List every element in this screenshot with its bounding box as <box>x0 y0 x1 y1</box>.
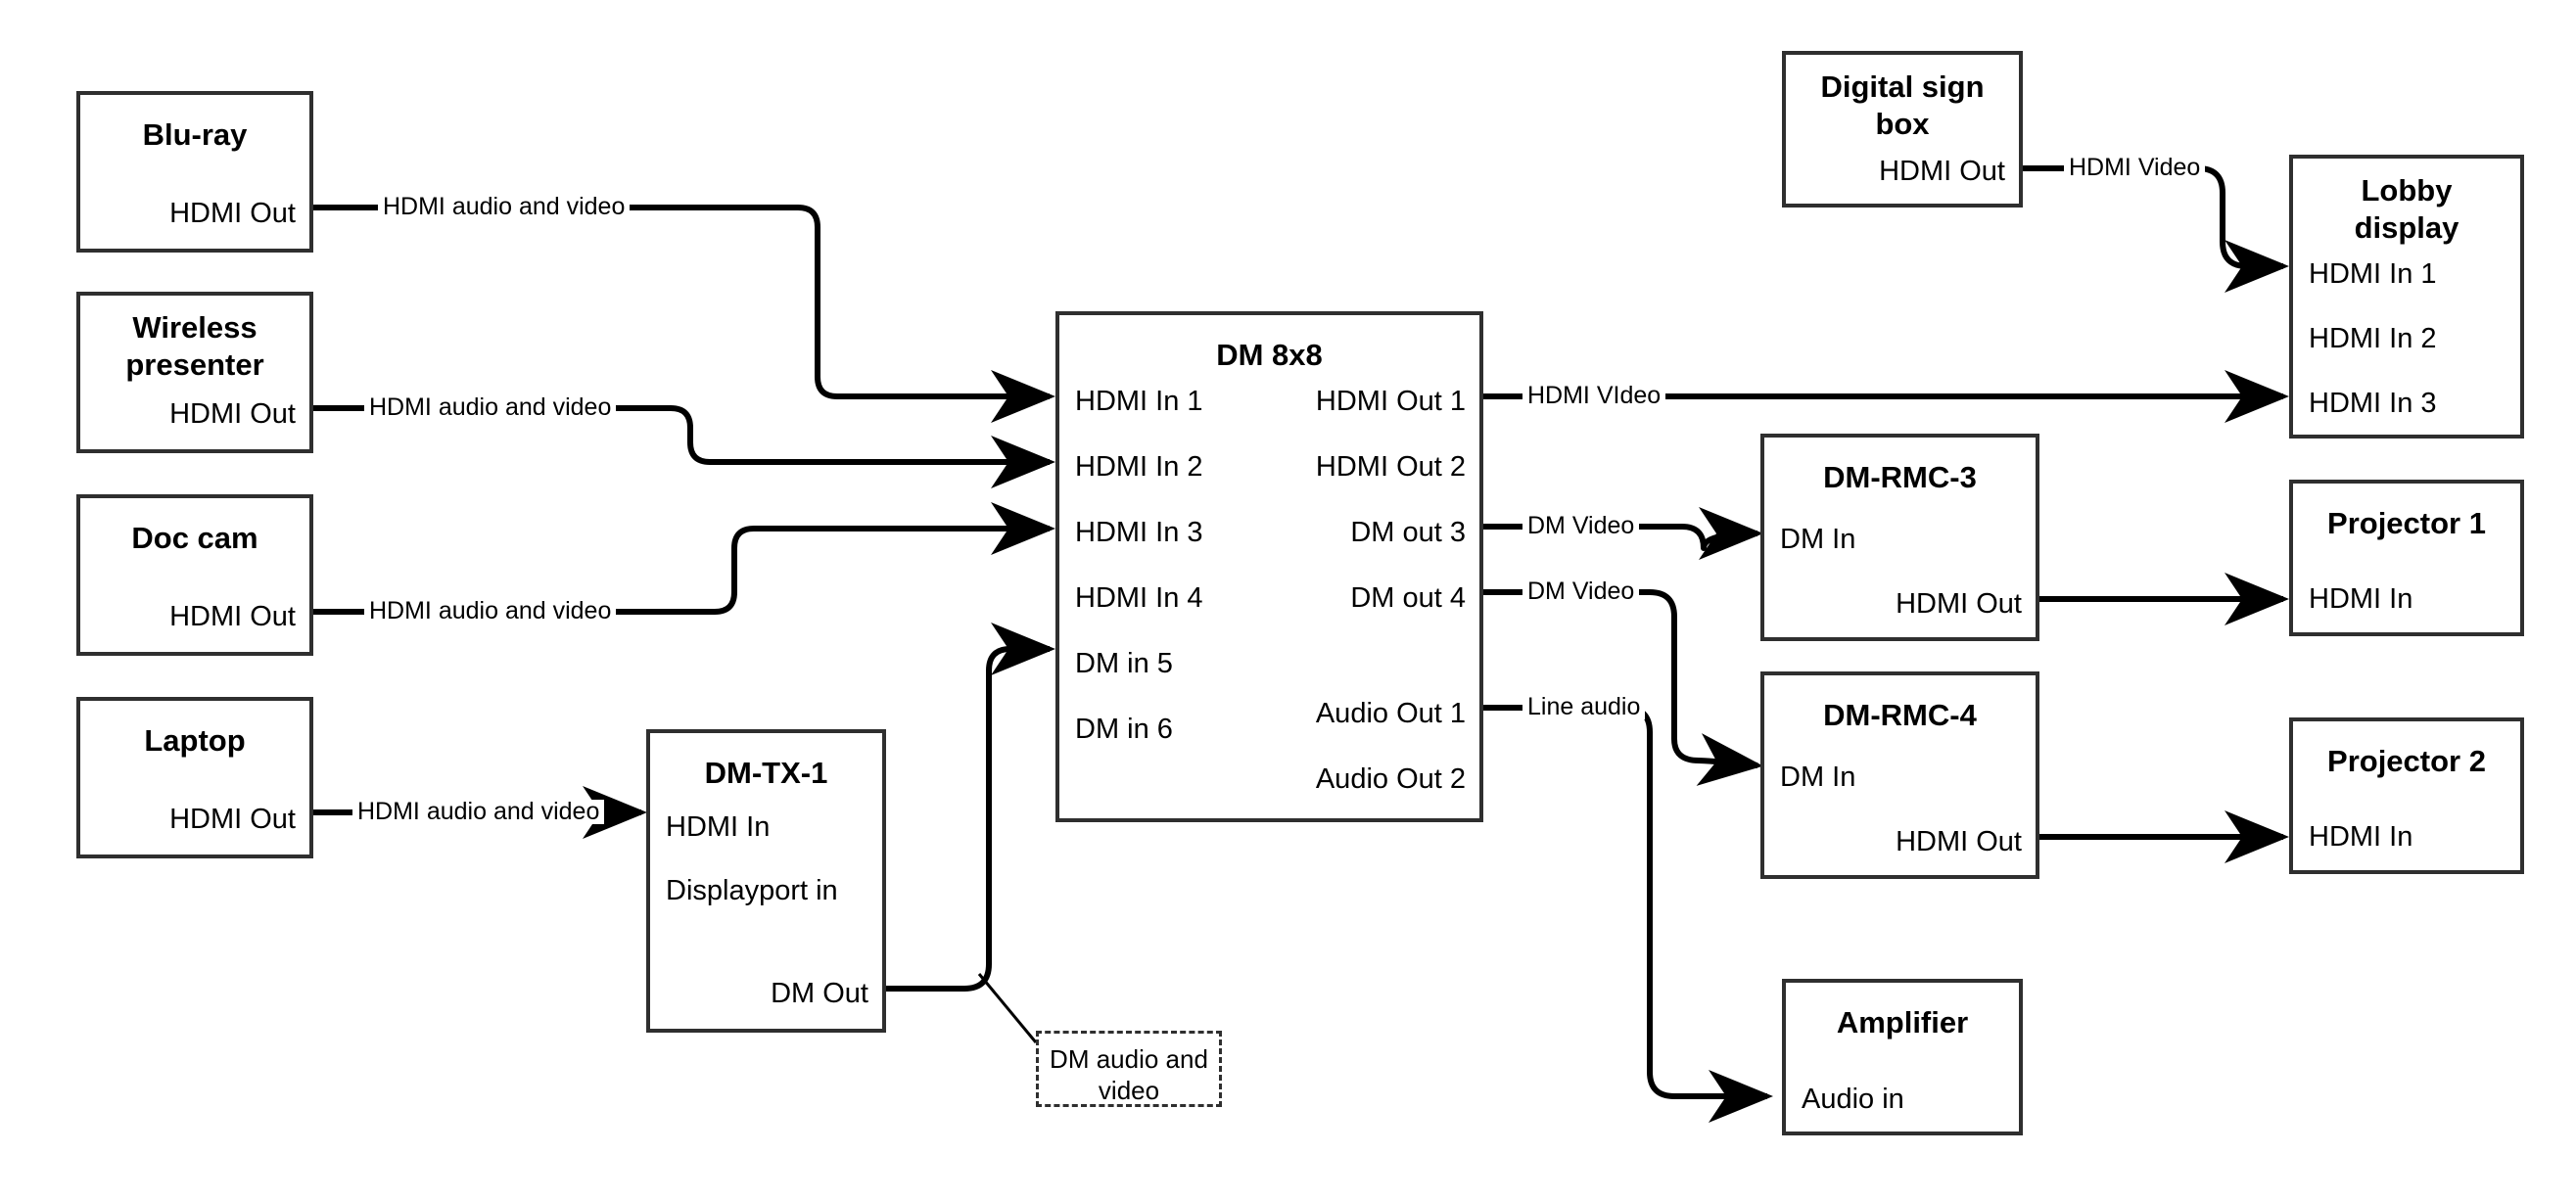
node-laptop-title: Laptop <box>144 723 246 758</box>
node-dm-8x8-port-hdmi-in-4: HDMI In 4 <box>1075 582 1203 614</box>
node-dm-tx-1-title: DM-TX-1 <box>704 756 828 790</box>
node-dm-rmc-4-port-hdmi-out: HDMI Out <box>1896 826 2022 857</box>
node-laptop[interactable]: Laptop HDMI Out <box>76 697 313 858</box>
node-wireless-presenter-title-line1: Wireless <box>132 310 258 345</box>
node-dm-tx-1-port-hdmi-in: HDMI In <box>666 811 771 843</box>
node-dm-8x8-port-hdmi-in-3: HDMI In 3 <box>1075 517 1203 548</box>
note-dm-audio-and-video-line1: DM audio and <box>1050 1044 1208 1074</box>
node-dm-8x8-port-dm-out-3: DM out 3 <box>1350 517 1466 548</box>
node-lobby-display-title-line1: Lobby <box>2361 173 2453 208</box>
wire-bluray-to-dm-hdmi-in-1 <box>313 205 1055 423</box>
node-projector-2-port-hdmi-in: HDMI In <box>2309 821 2413 853</box>
node-digital-sign-box-port-hdmi-out: HDMI Out <box>1879 156 2005 187</box>
wire-label-sign-to-lobby: HDMI Video <box>2064 156 2206 180</box>
node-digital-sign-box-title-line1: Digital sign <box>1820 69 1985 104</box>
node-dm-8x8-port-hdmi-out-1: HDMI Out 1 <box>1315 386 1466 417</box>
node-wireless-presenter-title-line2: presenter <box>125 347 264 382</box>
node-dm-8x8-port-hdmi-in-1: HDMI In 1 <box>1075 386 1203 417</box>
wire-label-dm-out4-to-rmc4: DM Video <box>1522 579 1640 604</box>
node-dm-8x8-port-dm-out-4: DM out 4 <box>1350 582 1466 614</box>
note-dm-audio-and-video: DM audio and video <box>1036 1031 1222 1107</box>
node-amplifier[interactable]: Amplifier Audio in <box>1782 979 2023 1135</box>
node-digital-sign-box-title-line2: box <box>1875 107 1930 141</box>
node-projector-2[interactable]: Projector 2 HDMI In <box>2289 717 2524 874</box>
node-dm-rmc-4-port-dm-in: DM In <box>1780 762 1856 793</box>
node-bluray-title: Blu-ray <box>142 117 248 152</box>
node-dm-rmc-3-port-dm-in: DM In <box>1780 524 1856 555</box>
node-dm-tx-1-port-dm-out: DM Out <box>771 978 868 1009</box>
node-dm-8x8-title: DM 8x8 <box>1216 338 1323 372</box>
node-doc-cam-port-hdmi-out: HDMI Out <box>169 601 296 632</box>
node-bluray[interactable]: Blu-ray HDMI Out <box>76 91 313 253</box>
node-amplifier-title: Amplifier <box>1836 1005 1969 1039</box>
node-dm-tx-1-port-displayport-in: Displayport in <box>666 875 838 906</box>
node-dm-rmc-3-port-hdmi-out: HDMI Out <box>1896 588 2022 620</box>
node-projector-2-title: Projector 2 <box>2327 744 2486 778</box>
node-lobby-display-port-hdmi-in-3: HDMI In 3 <box>2309 388 2437 419</box>
node-dm-8x8-port-hdmi-out-2: HDMI Out 2 <box>1315 451 1466 483</box>
node-lobby-display-port-hdmi-in-2: HDMI In 2 <box>2309 323 2437 354</box>
node-dm-rmc-3[interactable]: DM-RMC-3 DM In HDMI Out <box>1760 434 2039 641</box>
wire-label-laptop-to-tx: HDMI audio and video <box>352 800 605 824</box>
node-doc-cam[interactable]: Doc cam HDMI Out <box>76 494 313 656</box>
node-projector-1-title: Projector 1 <box>2327 506 2486 540</box>
node-dm-rmc-4[interactable]: DM-RMC-4 DM In HDMI Out <box>1760 671 2039 879</box>
node-bluray-port-hdmi-out: HDMI Out <box>169 198 296 229</box>
node-dm-rmc-4-title: DM-RMC-4 <box>1823 698 1977 732</box>
node-projector-1[interactable]: Projector 1 HDMI In <box>2289 480 2524 636</box>
wire-dmtx1-to-dm-in-5 <box>886 623 1055 992</box>
wire-label-dm-out3-to-rmc3: DM Video <box>1522 514 1640 538</box>
node-dm-8x8[interactable]: DM 8x8 HDMI In 1 HDMI In 2 HDMI In 3 HDM… <box>1055 311 1483 822</box>
node-dm-8x8-port-audio-out-1: Audio Out 1 <box>1315 698 1466 729</box>
node-dm-rmc-3-title: DM-RMC-3 <box>1823 460 1977 494</box>
wire-label-dm-out1-to-lobby: HDMI VIdeo <box>1522 384 1666 408</box>
node-wireless-presenter[interactable]: Wireless presenter HDMI Out <box>76 292 313 453</box>
wire-label-dm-audio-to-amp: Line audio <box>1522 695 1646 719</box>
wire-label-bluray-to-dm: HDMI audio and video <box>378 195 631 219</box>
wire-label-doccam-to-dm: HDMI audio and video <box>364 599 617 624</box>
node-laptop-port-hdmi-out: HDMI Out <box>169 804 296 835</box>
node-wireless-presenter-port-hdmi-out: HDMI Out <box>169 398 296 430</box>
wire-dm-audio-out1-to-amp <box>1483 705 1773 1123</box>
node-dm-8x8-port-dm-in-5: DM in 5 <box>1075 648 1173 679</box>
node-lobby-display-title-line2: display <box>2354 210 2459 245</box>
node-dm-8x8-port-audio-out-2: Audio Out 2 <box>1315 763 1466 795</box>
node-dm-8x8-port-hdmi-in-2: HDMI In 2 <box>1075 451 1203 483</box>
node-dm-tx-1[interactable]: DM-TX-1 HDMI In Displayport in DM Out <box>646 729 886 1033</box>
wire-note-leader <box>977 973 1038 1043</box>
node-doc-cam-title: Doc cam <box>131 521 258 555</box>
note-dm-audio-and-video-line2: video <box>1098 1076 1160 1105</box>
node-lobby-display-port-hdmi-in-1: HDMI In 1 <box>2309 258 2437 290</box>
wire-label-wireless-to-dm: HDMI audio and video <box>364 395 617 420</box>
node-projector-1-port-hdmi-in: HDMI In <box>2309 583 2413 615</box>
node-amplifier-port-audio-in: Audio in <box>1802 1084 1904 1115</box>
node-dm-8x8-port-dm-in-6: DM in 6 <box>1075 714 1173 745</box>
node-lobby-display[interactable]: Lobby display HDMI In 1 HDMI In 2 HDMI I… <box>2289 155 2524 439</box>
wire-dm-out4-to-rmc4 <box>1483 589 1763 786</box>
node-digital-sign-box[interactable]: Digital sign box HDMI Out <box>1782 51 2023 208</box>
